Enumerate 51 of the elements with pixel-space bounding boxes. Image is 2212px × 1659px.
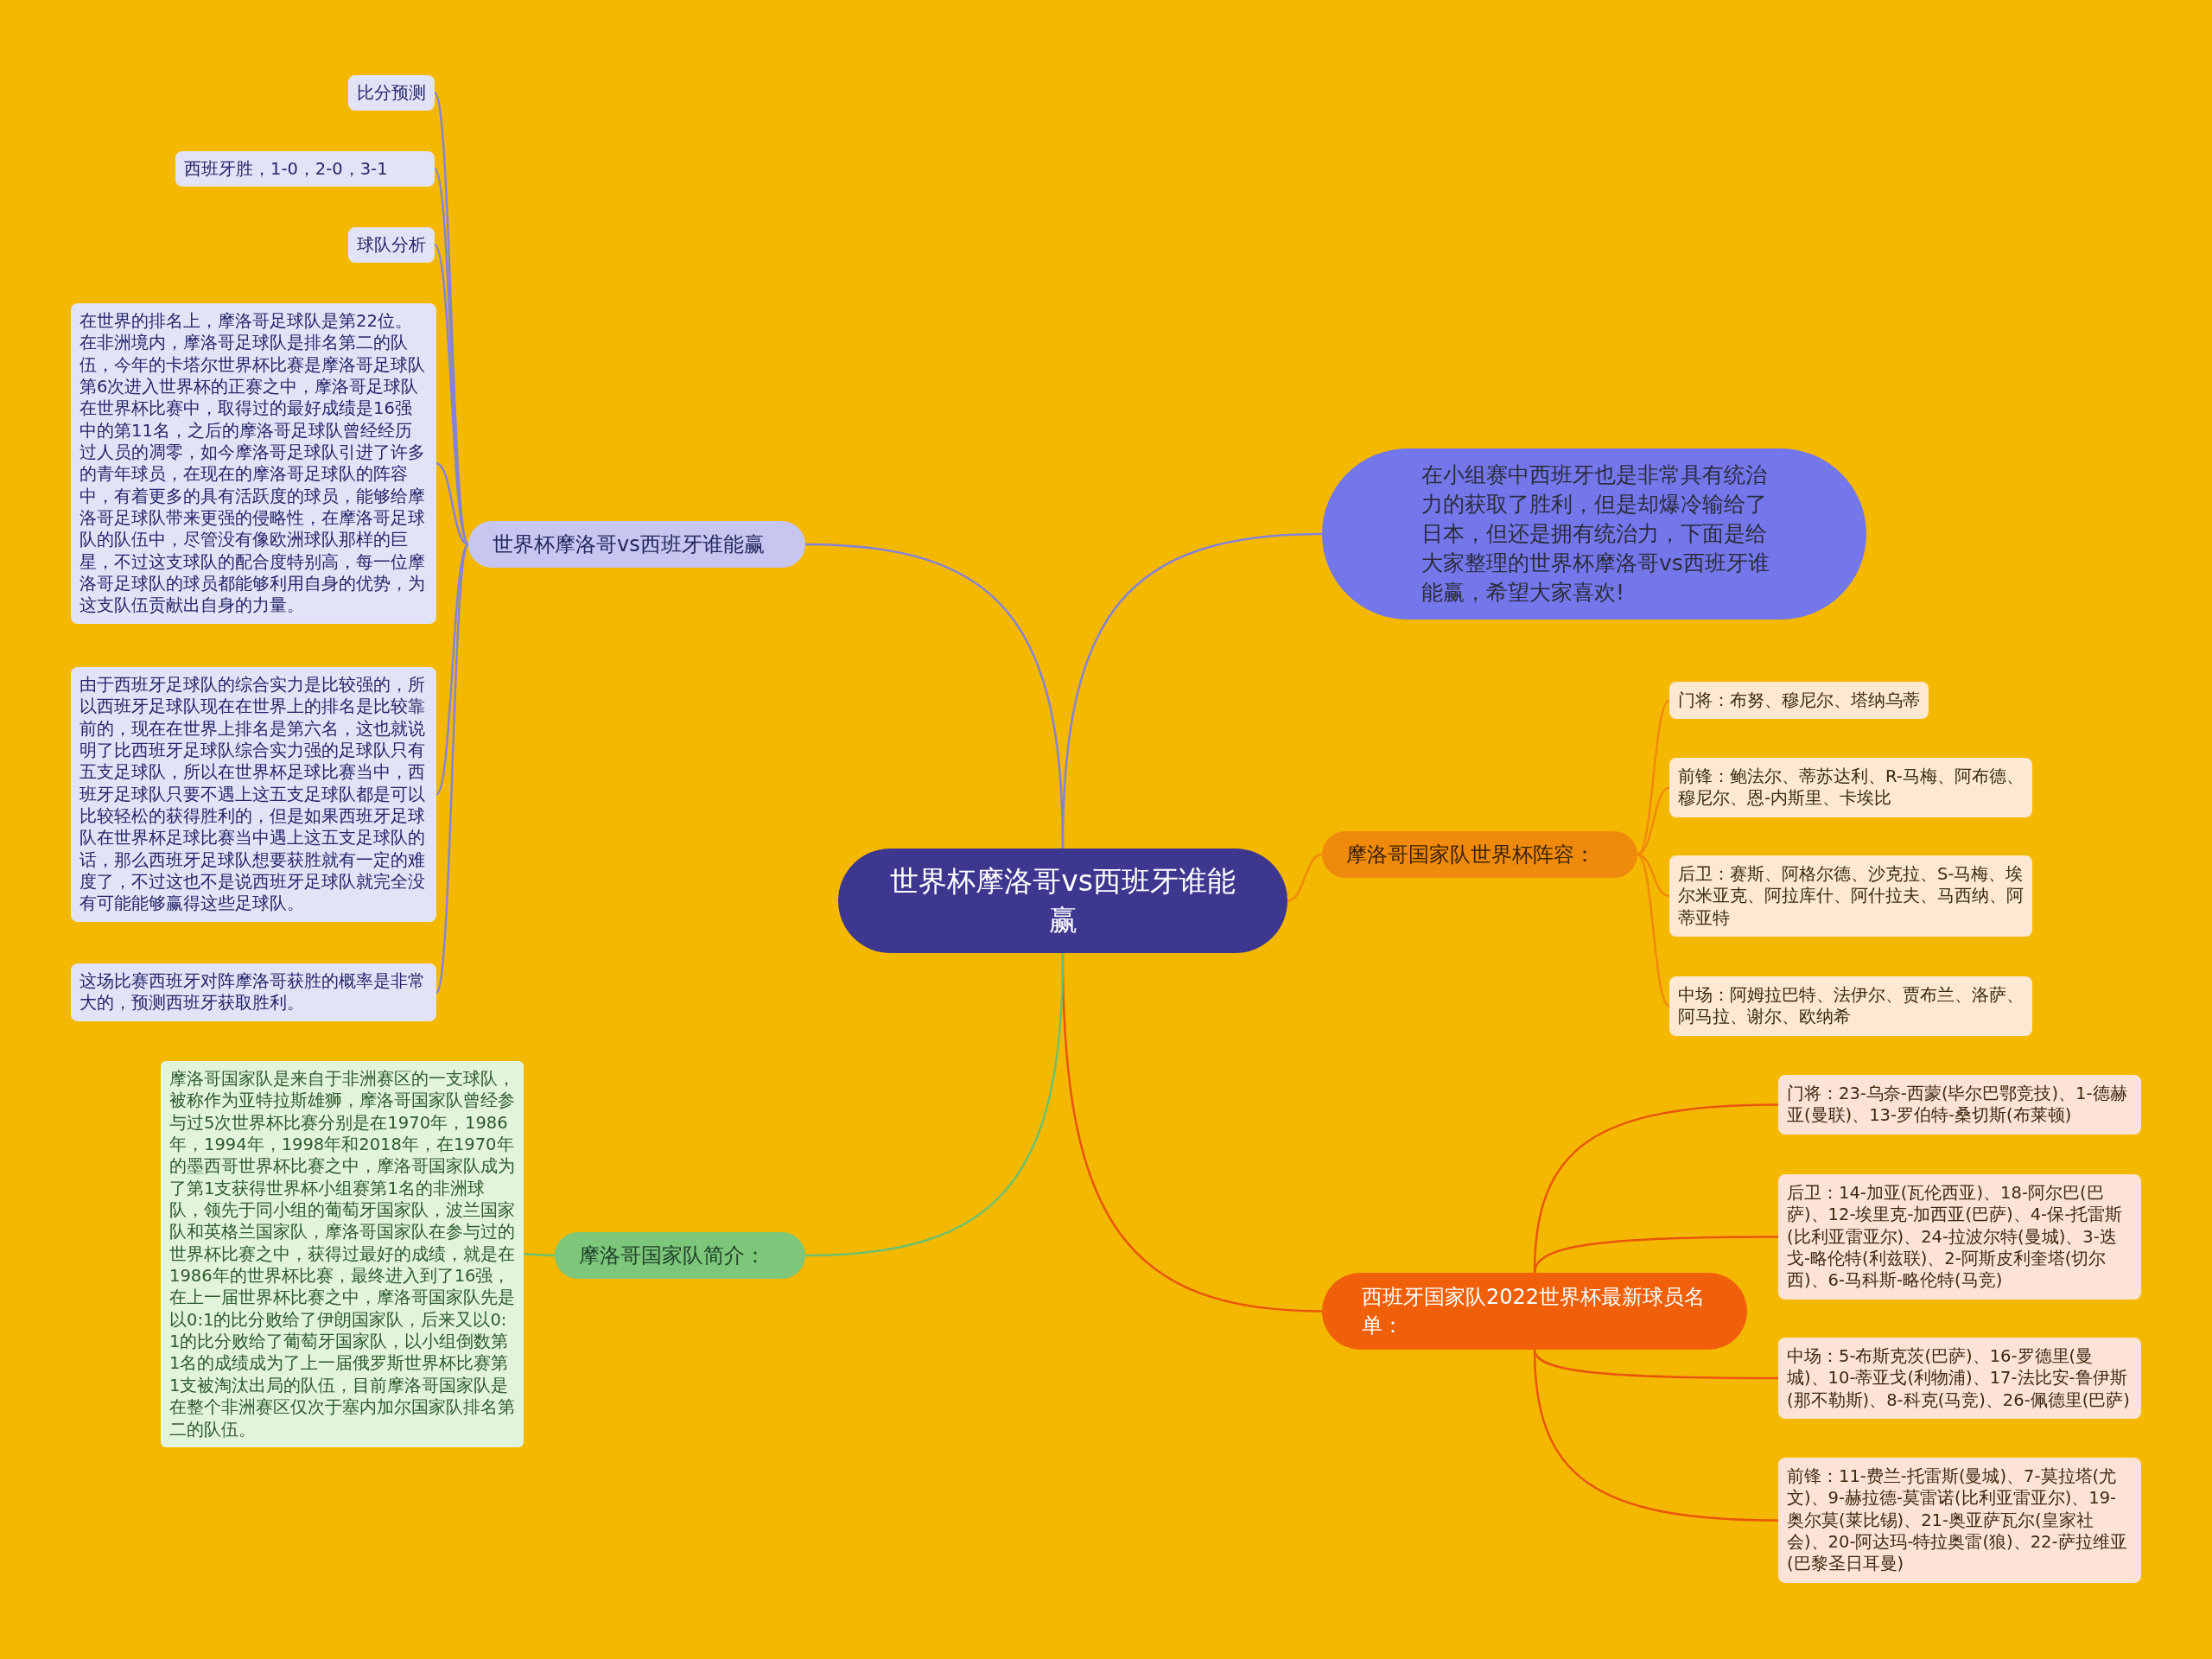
- topic-card: [175, 151, 435, 188]
- connector-line: [1533, 1349, 1779, 1522]
- node-text: 摩洛哥国家队世界杯阵容：: [1346, 842, 1595, 868]
- connector-line: [1637, 699, 1670, 855]
- text-card: [1669, 682, 1929, 720]
- node-text: 西班牙国家队2022世界杯最新球员名单：: [1362, 1284, 1707, 1339]
- node-text: 在世界的排名上，摩洛哥足球队是第22位。在非洲境内，摩洛哥足球队是排名第二的队伍，今年的卡塔尔世界杯比赛是摩洛哥足球队第6次进入世界杯的正赛之中，摩洛哥足球队在世界杯比赛中，取得过的最好成绩是16强中的第11名，之后的摩洛哥足球队曾经经历过人员的凋零，如今摩洛哥足球队引进了许多的青年球员，在现在的摩洛哥足球队的阵容中，有着更多的具有活跃度的球员，能够给摩洛哥足球队带来更强的侵略性，在摩洛哥足球队的队伍中，尽管没有像欧洲球队那样的巨星，不过这支球队的配合度特别高，每一位摩洛哥足球队的球员都能够利用自身的优势，为这支队伍贡献出自身的力量。: [79, 310, 426, 617]
- node-text: 世界杯摩洛哥vs西班牙谁能赢: [493, 531, 765, 558]
- topic-pill: [468, 521, 805, 568]
- node-text: 门将：23-乌奈-西蒙(毕尔巴鄂竞技)、1-德赫亚(曼联)、13-罗伯特-桑切斯(布莱顿): [1787, 1083, 2128, 1127]
- connector-line: [1061, 532, 1323, 849]
- topic-card: [348, 227, 435, 264]
- node-text: 这场比赛西班牙对阵摩洛哥获胜的概率是非常大的，预测西班牙获取胜利。: [79, 970, 426, 1014]
- connector-line: [524, 1253, 555, 1257]
- text-card: [1669, 855, 2032, 938]
- node-text: 世界杯摩洛哥vs西班牙谁能赢: [890, 863, 1236, 938]
- node-text: 比分预测: [357, 82, 426, 105]
- topic-pill: [1322, 831, 1637, 878]
- connector-line: [435, 462, 469, 546]
- connector-line: [1637, 854, 1670, 1007]
- node-text: 由于西班牙足球队的综合实力是比较强的，所以西班牙足球队现在在世界上的排名是比较靠前的，现在在世界上排名是第六名，这也就说明了比西班牙足球队综合实力强的足球队只有五支足球队，所以在世界杯足球比赛当中，西班牙足球队只要不遇上这五支足球队都是可以比较轻松的获得胜利的，但是如果西班牙足球队在世界杯足球比赛当中遇上这五支足球队的话，那么西班牙足球队想要获胜就有一定的难度了，不过这也不是说西班牙足球队就完全没有可能能够赢得这些足球队。: [79, 674, 426, 915]
- text-card: [1778, 1174, 2141, 1300]
- connector-line: [804, 952, 1065, 1257]
- topic-pill: [555, 1232, 805, 1279]
- connector-line: [1533, 1349, 1778, 1380]
- node-text: 门将：布努、穆尼尔、塔纳乌蒂: [1678, 690, 1920, 712]
- text-card: [71, 963, 436, 1021]
- connector-line: [435, 543, 469, 796]
- connector-line: [433, 168, 470, 545]
- topic-card: [348, 75, 435, 111]
- node-text: 球队分析: [357, 234, 426, 257]
- node-text: 摩洛哥国家队简介：: [579, 1243, 766, 1269]
- text-card: [1778, 1338, 2141, 1420]
- node-text: 中场：5-布斯克茨(巴萨)、16-罗德里(曼城)、10-蒂亚戈(利物浦)、17-法比安-鲁伊斯(那不勒斯)、8-科克(马竞)、26-佩德里(巴萨): [1787, 1345, 2131, 1412]
- text-card: [1669, 976, 2032, 1036]
- node-text: 摩洛哥国家队是来自于非洲赛区的一支球队，被称作为亚特拉斯雄狮，摩洛哥国家队曾经参与过5次世界杯比赛分别是在1970年，1986年，1994年，1998年和2018年，在1970年的墨西哥世界杯比赛之中，摩洛哥国家队成为了第1支获得世界杯小组赛第1名的非洲球队，领先于同小组的葡萄牙国家队，波兰国家队和英格兰国家队，摩洛哥国家队在参与过的世界杯比赛之中，获得过最好的成绩，就是在1986年的世界杯比赛，最终进入到了16强，在上一届世界杯比赛之中，摩洛哥国家队先是以0:1的比分败给了伊朗国家队，后来又以0:1的比分败给了葡萄牙国家队，以小组倒数第1名的成绩成为了上一届俄罗斯世界杯比赛第1支被淘汰出局的队伍，目前摩洛哥国家队是在整个非洲赛区仅次于塞内加尔国家队排名第二的队伍。: [169, 1068, 515, 1440]
- text-card: [1778, 1075, 2141, 1135]
- text-card: [1778, 1458, 2141, 1583]
- node-text: 前锋：鲍法尔、蒂苏达利、R-马梅、阿布德、穆尼尔、恩-内斯里、卡埃比: [1678, 766, 2024, 810]
- node-text: 中场：阿姆拉巴特、法伊尔、贾布兰、洛萨、阿马拉、谢尔、欧纳希: [1678, 984, 2024, 1028]
- node-text: 在小组赛中西班牙也是非常具有统治力的获取了胜利，但是却爆冷输给了日本，但还是拥有统治力，下面是给大家整理的世界杯摩洛哥vs西班牙谁能赢，希望大家喜欢!: [1421, 461, 1770, 607]
- node-text: 前锋：11-费兰-托雷斯(曼城)、7-莫拉塔(尤文)、9-赫拉德-莫雷诺(比利亚雷亚尔)、19-奥尔莫(莱比锡)、21-奥亚萨瓦尔(皇家社会)、20-阿达玛-特拉奥雷(狼)、22-萨拉维亚(巴黎圣日耳曼): [1787, 1465, 2128, 1575]
- connector-line: [1287, 853, 1323, 902]
- connector-line: [1637, 786, 1670, 856]
- node-text: 后卫：赛斯、阿格尔德、沙克拉、S-马梅、埃尔米亚克、阿拉库什、阿什拉夫、马西纳、阿蒂亚特: [1678, 863, 2024, 930]
- connector-line: [1533, 1236, 1778, 1274]
- node-text: 后卫：14-加亚(瓦伦西亚)、18-阿尔巴(巴萨)、12-埃里克-加西亚(巴萨)、4-保-托雷斯(比利亚雷亚尔)、24-拉波尔特(曼城)、3-迭戈-略伦特(利兹联)、2-阿斯皮利奎塔(切尔西)、6-马科斯-略伦特(马竞): [1787, 1182, 2124, 1292]
- text-card: [1669, 758, 2032, 817]
- connector-line: [433, 244, 470, 545]
- node-text: 西班牙胜，1-0，2-0，3-1: [184, 158, 388, 181]
- connector-line: [435, 543, 470, 993]
